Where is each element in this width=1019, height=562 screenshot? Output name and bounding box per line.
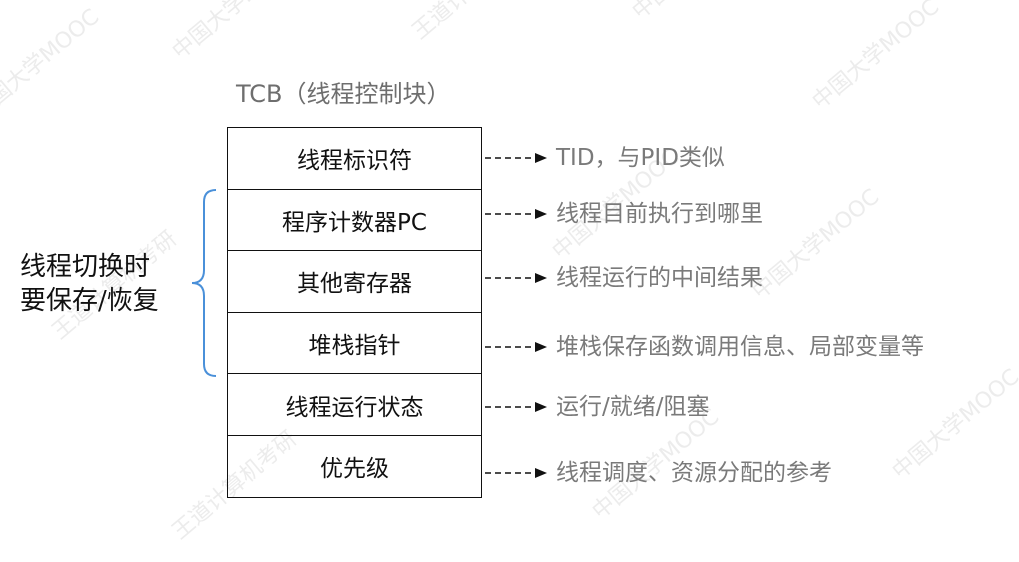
watermark-text: 王道计算机考研 (408, 0, 542, 45)
description-thread-state: 运行/就绪/阻塞 (556, 394, 710, 420)
description-stack-pointer: 堆栈保存函数调用信息、局部变量等 (556, 334, 924, 360)
tcb-row-thread-id: 线程标识符 (228, 128, 481, 190)
watermark-text: 中国大学MOOC (748, 185, 884, 305)
description-thread-id: TID，与PID类似 (556, 145, 725, 171)
tcb-row-stack-pointer: 堆栈指针 (228, 313, 481, 375)
watermark-text: 中国大学MOOC (168, 0, 304, 65)
description-priority: 线程调度、资源分配的参考 (556, 460, 832, 486)
arrow-right-icon (485, 342, 547, 352)
diagram-title: TCB（线程控制块） (236, 80, 451, 108)
watermark-text: 中国大学MOOC (808, 0, 944, 115)
description-program-counter: 线程目前执行到哪里 (556, 201, 763, 227)
arrow-right-icon (485, 273, 547, 283)
tcb-row-other-registers: 其他寄存器 (228, 251, 481, 313)
arrow-right-icon (485, 209, 547, 219)
curly-brace-icon (191, 189, 217, 377)
side-label: 线程切换时 要保存/恢复 (20, 250, 159, 318)
side-label-line-1: 线程切换时 (20, 252, 151, 282)
tcb-table: 线程标识符 程序计数器PC 其他寄存器 堆栈指针 线程运行状态 优先级 (227, 127, 482, 498)
arrow-right-icon (485, 153, 547, 163)
side-label-line-2: 要保存/恢复 (20, 286, 159, 316)
description-other-registers: 线程运行的中间结果 (556, 265, 763, 291)
arrow-right-icon (485, 468, 547, 478)
tcb-row-priority: 优先级 (228, 436, 481, 498)
watermark-text: 中国大学MOOC (888, 365, 1019, 485)
watermark-text: 中国大学MOOC (0, 5, 104, 125)
tcb-row-program-counter: 程序计数器PC (228, 190, 481, 252)
arrow-right-icon (485, 402, 547, 412)
watermark-text: 中国大学MOOC (628, 0, 764, 25)
tcb-row-thread-state: 线程运行状态 (228, 374, 481, 436)
